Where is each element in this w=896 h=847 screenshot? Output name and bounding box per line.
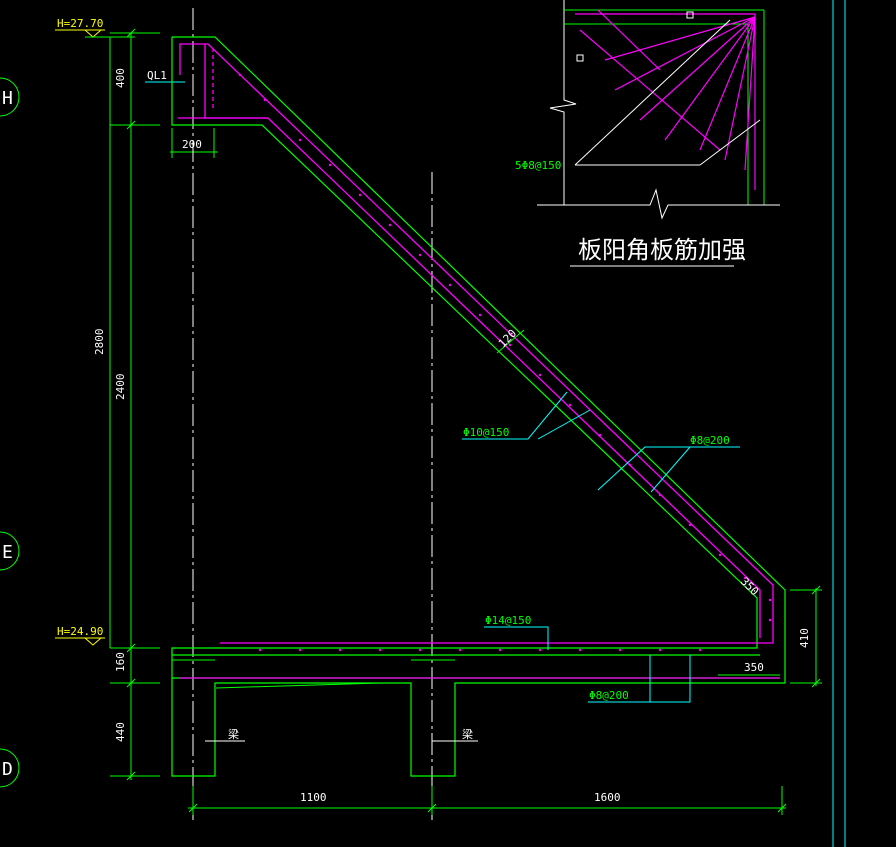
rebar-dots — [238, 73, 772, 652]
axis-bubble-h: H — [0, 77, 20, 117]
svg-text:H: H — [2, 88, 13, 109]
dim-350-b: 350 — [744, 661, 764, 674]
dim-1600: 1600 — [594, 791, 621, 804]
ql1-label: QL1 — [147, 69, 167, 82]
label-phi14: Φ14@150 — [485, 614, 531, 627]
dim-200: 200 — [182, 138, 202, 151]
dimension-410 — [790, 585, 822, 688]
dimension-120 — [496, 329, 525, 354]
detail-corner-view — [537, 0, 780, 220]
level-text-bottom: H=24.90 — [57, 625, 103, 638]
dim-2400: 2400 — [114, 374, 127, 401]
svg-text:E: E — [2, 542, 13, 563]
leader-phi14 — [484, 626, 549, 650]
label-phi8-slope: Φ8@200 — [690, 434, 730, 447]
axis-bubble-e: E — [0, 531, 20, 571]
dim-1100: 1100 — [300, 791, 327, 804]
svg-text:D: D — [2, 759, 13, 780]
dim-440: 440 — [114, 722, 127, 742]
dim-410: 410 — [798, 628, 811, 648]
beam-left-label: 梁 — [228, 727, 239, 741]
dim-2800: 2800 — [93, 329, 106, 356]
level-text-top: H=27.70 — [57, 17, 103, 30]
concrete-outline — [171, 36, 786, 777]
beam-mid-label: 梁 — [462, 727, 473, 741]
level-marker-top: H=27.70 — [55, 17, 135, 38]
dim-120: 120 — [496, 327, 519, 350]
detail-title: 板阳角板筋加强 — [578, 236, 746, 264]
beam-sections — [172, 659, 455, 689]
detail-rebar-label: 5Φ8@150 — [515, 159, 561, 172]
bottom-dimension — [188, 786, 787, 815]
level-marker-bottom: H=24.90 — [55, 625, 105, 646]
leader-phi10 — [462, 391, 591, 440]
dim-350-a: 350 — [738, 575, 761, 598]
leader-phi8-slope — [597, 446, 740, 493]
label-phi10: Φ10@150 — [463, 426, 509, 439]
dim-160: 160 — [114, 652, 127, 672]
dimension-200 — [170, 128, 218, 158]
rebar-lines — [178, 43, 780, 679]
left-dimension — [109, 28, 160, 781]
axis-bubble-d: D — [0, 748, 20, 788]
label-phi8-bottom: Φ8@200 — [589, 689, 629, 702]
leader-phi8-bottom — [588, 655, 691, 703]
dim-400: 400 — [114, 68, 127, 88]
